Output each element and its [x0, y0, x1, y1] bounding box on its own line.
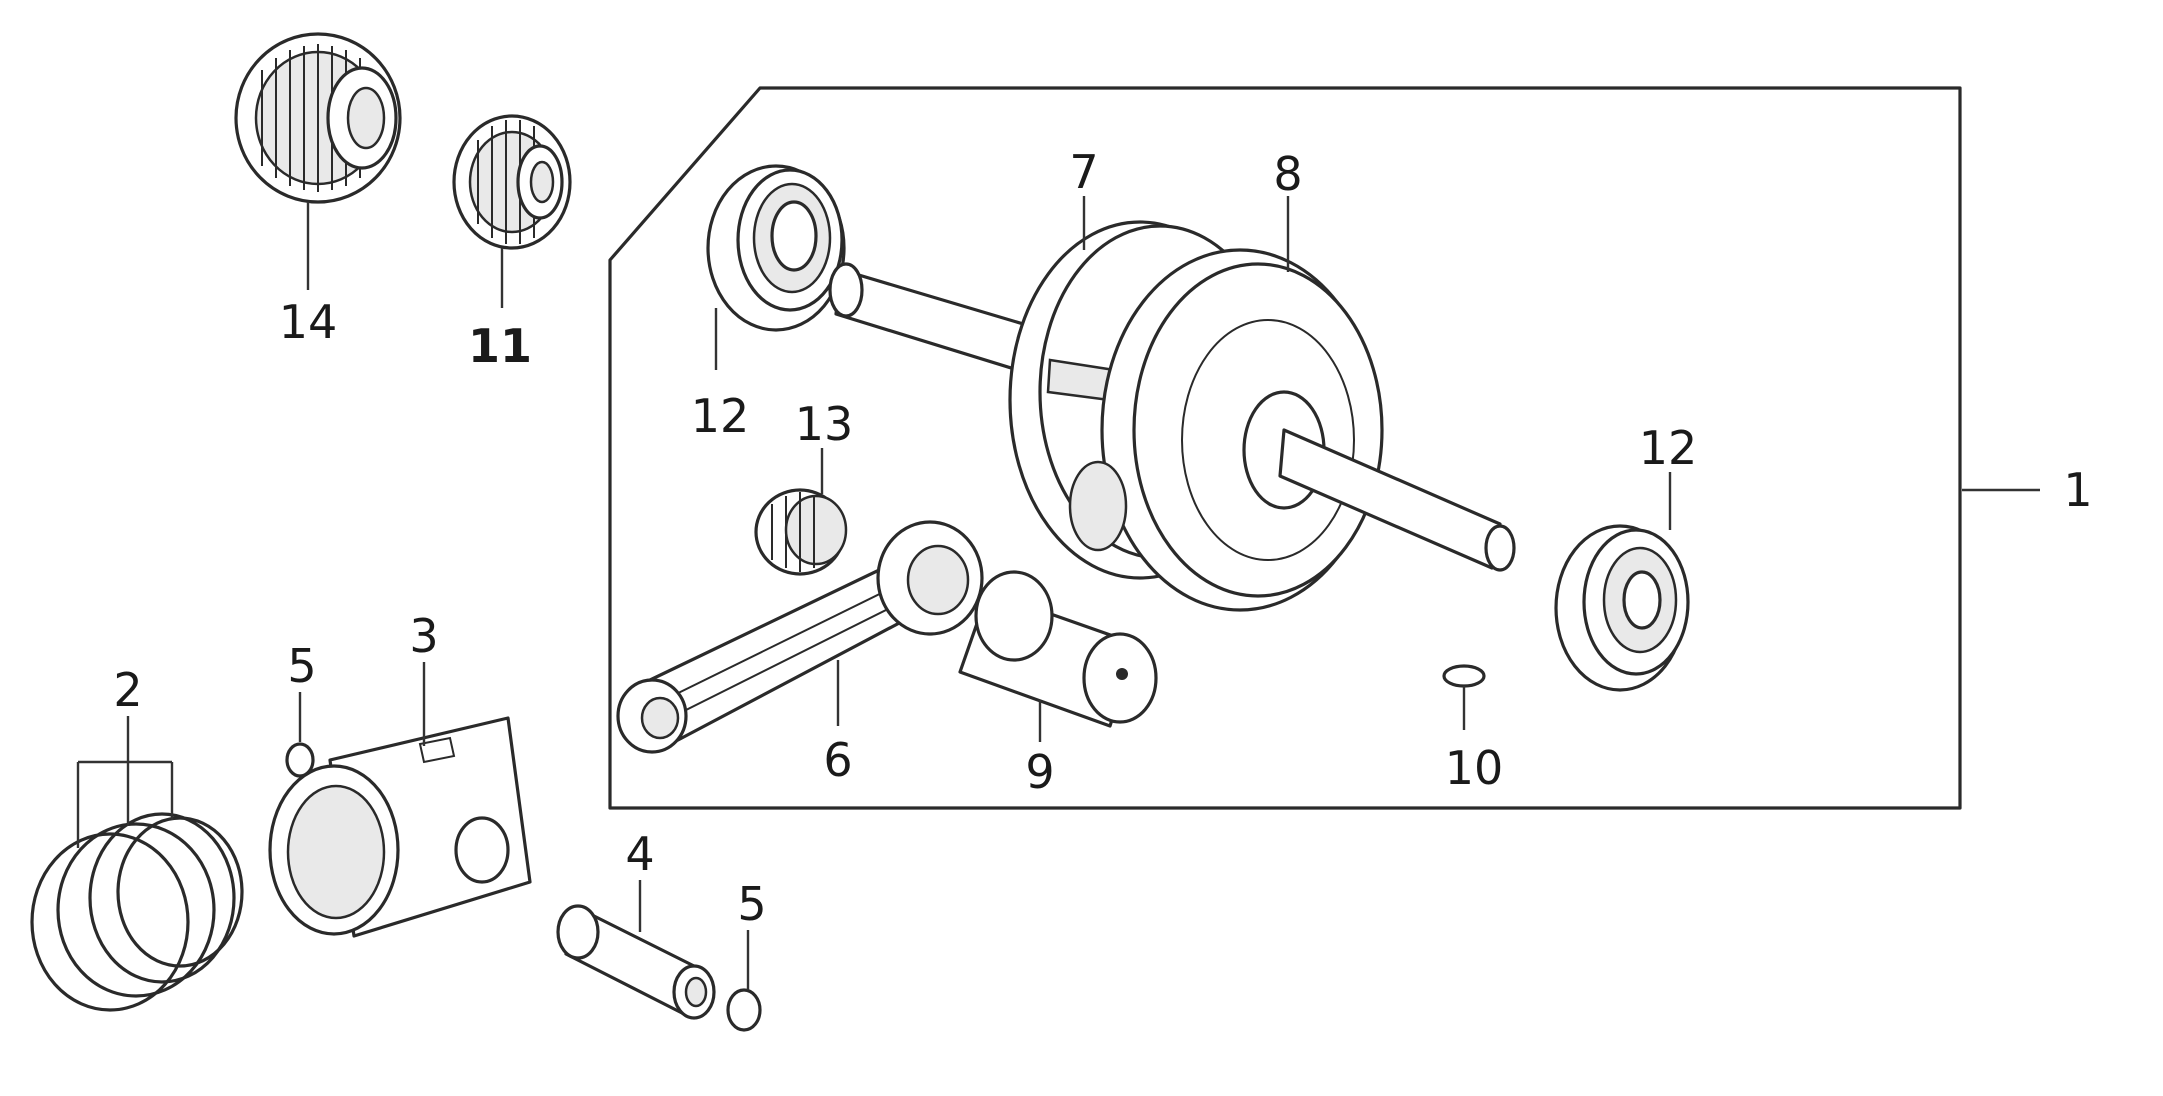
crankshaft-icon	[828, 220, 1516, 612]
piston-rings-2-icon	[30, 812, 244, 1012]
callout-14: 14	[279, 295, 338, 349]
callout-12a: 12	[691, 389, 750, 443]
callout-3: 3	[409, 609, 438, 663]
piston-3-icon	[268, 716, 532, 938]
callout-9: 9	[1025, 745, 1054, 799]
callout-8: 8	[1273, 147, 1302, 201]
gear-14-icon	[234, 32, 402, 204]
callout-1: 1	[2063, 463, 2092, 517]
gear-11-icon	[452, 114, 572, 250]
circlip-5-top-icon	[285, 742, 315, 778]
crank-pin-9-icon	[958, 570, 1158, 728]
callout-4: 4	[625, 827, 654, 881]
callout-5a: 5	[287, 639, 316, 693]
callout-13: 13	[795, 397, 854, 451]
bearing-12-right-icon	[1554, 524, 1690, 692]
callout-11: 11	[468, 319, 532, 373]
bearing-12-left-icon	[706, 164, 846, 332]
assembly-frame	[608, 86, 1962, 810]
callout-5b: 5	[737, 877, 766, 931]
piston-pin-4-icon	[556, 904, 716, 1020]
callout-12b: 12	[1639, 421, 1698, 475]
callout-6: 6	[823, 733, 852, 787]
leader-2	[76, 716, 174, 848]
connecting-rod-6-icon	[616, 520, 984, 754]
callout-7: 7	[1069, 145, 1098, 199]
callout-10: 10	[1445, 741, 1504, 795]
callout-2: 2	[113, 663, 142, 717]
needle-bearing-13-icon	[754, 488, 848, 576]
key-10-icon	[1442, 664, 1486, 688]
circlip-5-bottom-icon	[726, 988, 762, 1032]
